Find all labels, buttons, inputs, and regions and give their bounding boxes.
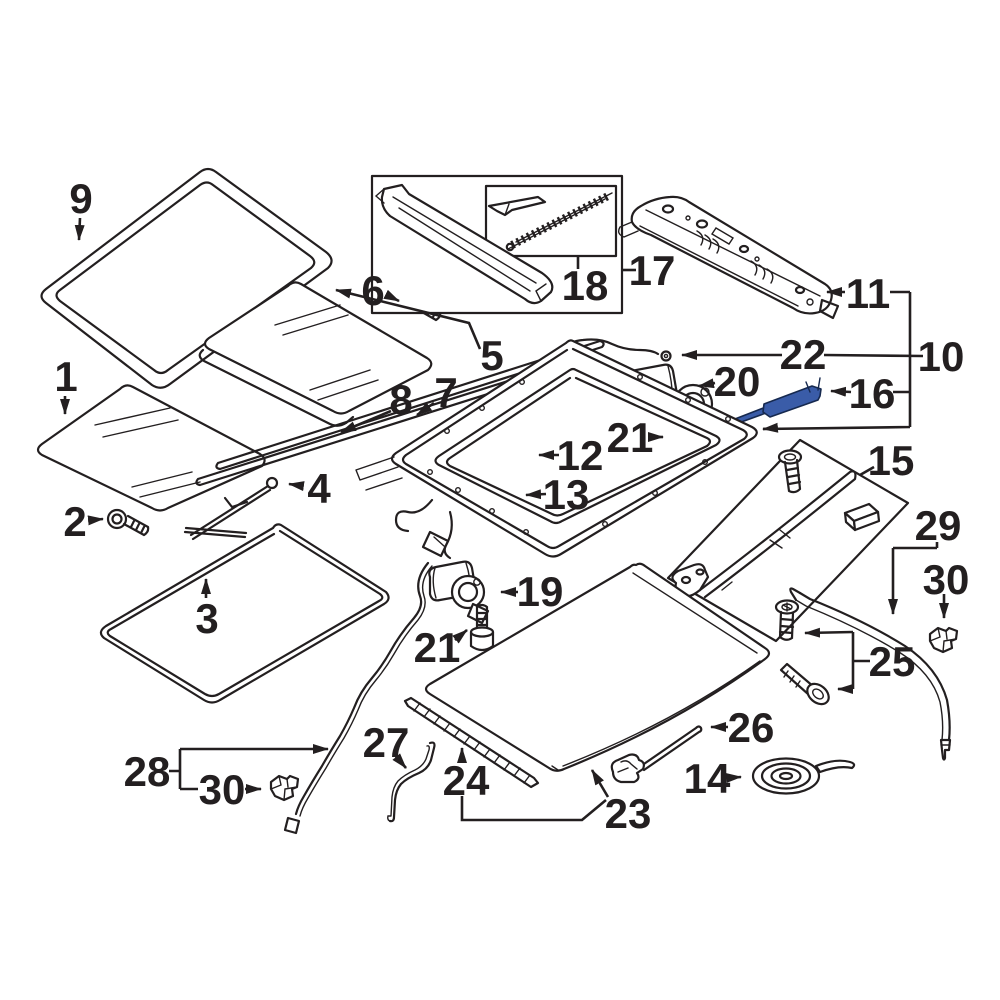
part-10-sunroof-frame — [355, 339, 758, 560]
part-label-3[interactable]: 3 — [195, 595, 218, 642]
part-label-4[interactable]: 4 — [307, 465, 331, 512]
part-label-15[interactable]: 15 — [868, 437, 915, 484]
part-label-30-right[interactable]: 30 — [923, 556, 970, 603]
part-label-7[interactable]: 7 — [434, 369, 457, 416]
part-label-13[interactable]: 13 — [543, 471, 590, 518]
part-4-rod — [183, 476, 279, 541]
part-label-6[interactable]: 6 — [361, 267, 384, 314]
part-label-18[interactable]: 18 — [562, 262, 609, 309]
part-label-17[interactable]: 17 — [629, 247, 676, 294]
part-29-drain-hose-rear — [789, 587, 952, 761]
part-1-glass-panel — [36, 384, 266, 512]
part-label-21-lower[interactable]: 21 — [414, 624, 461, 671]
part-label-9[interactable]: 9 — [69, 175, 92, 222]
part-9-roof-seal — [40, 167, 333, 389]
part-label-8[interactable]: 8 — [389, 376, 412, 423]
part-21-bolt-lower — [469, 603, 495, 652]
part-label-28[interactable]: 28 — [124, 748, 171, 795]
part-label-27[interactable]: 27 — [363, 719, 410, 766]
part-label-11[interactable]: 11 — [846, 270, 890, 317]
part-label-22[interactable]: 22 — [780, 331, 827, 378]
leader-lines — [60, 217, 949, 822]
part-30-clip-left — [269, 774, 300, 802]
part-label-23[interactable]: 23 — [605, 790, 652, 837]
part-28-drain-tube — [283, 561, 433, 835]
part-label-10[interactable]: 10 — [918, 333, 965, 380]
part-label-25[interactable]: 25 — [869, 638, 916, 685]
part-14-spiral-spring — [751, 757, 856, 795]
part-25-screws — [774, 599, 830, 706]
part-label-30-left[interactable]: 30 — [199, 766, 246, 813]
part-label-20[interactable]: 20 — [714, 358, 761, 405]
part-27-drain-hose — [387, 741, 436, 823]
part-23-clip — [610, 753, 645, 784]
part-label-26[interactable]: 26 — [728, 704, 775, 751]
part-label-12[interactable]: 12 — [557, 432, 604, 479]
part-26-rod — [639, 725, 703, 772]
part-label-14[interactable]: 14 — [684, 755, 731, 802]
part-23-sunshade — [424, 562, 771, 772]
part-label-1[interactable]: 1 — [54, 353, 77, 400]
part-8-seal-strip — [195, 355, 589, 487]
part-15-guide-rail-box — [666, 438, 910, 643]
part-label-2[interactable]: 2 — [63, 498, 86, 545]
part-18-deflector-box — [370, 174, 624, 315]
part-label-24[interactable]: 24 — [443, 757, 490, 804]
part-3-seal-frame — [99, 523, 390, 704]
part-label-29[interactable]: 29 — [915, 502, 962, 549]
part-30-clip-right — [928, 626, 959, 654]
part-24-trim-strip — [403, 696, 540, 789]
part-label-21-upper[interactable]: 21 — [607, 414, 654, 461]
part-label-19[interactable]: 19 — [517, 568, 564, 615]
part-label-5[interactable]: 5 — [480, 332, 503, 379]
part-labels: 9 1 2 3 4 5 6 7 8 18 17 11 10 22 20 16 2… — [54, 175, 969, 837]
part-2-bolt — [106, 508, 150, 537]
part-label-16[interactable]: 16 — [849, 370, 896, 417]
part-7-seal-strip — [215, 339, 605, 471]
